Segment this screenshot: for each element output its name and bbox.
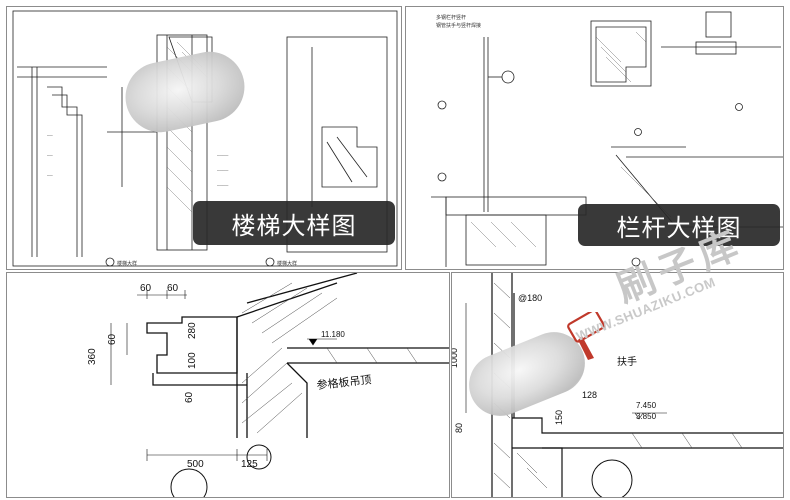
dim-1000: 1000 [452, 348, 459, 368]
elevation-upper: 7.450 [636, 401, 657, 410]
dim-500: 500 [187, 459, 204, 470]
svg-text:──: ── [46, 153, 53, 158]
dim-60-a: 60 [140, 283, 152, 294]
dim-60-d: 60 [184, 391, 195, 403]
stair-detail-lines: ────── ──────────── 楼梯大样 楼梯大样 [12, 10, 398, 267]
svg-text:────: ──── [216, 153, 229, 158]
railing-header-note-2: 钢管扶手与竖杆焊接 [436, 22, 481, 29]
dim-80: 80 [454, 423, 464, 433]
stair-detail-caption: 楼梯大样图 [193, 201, 395, 245]
stair-edge-detail: 60 60 60 360 280 100 60 500 125 11.180 参… [6, 272, 450, 498]
dim-100: 100 [187, 352, 198, 369]
railing-header-note-1: 多钢栏杆竖杆 [436, 14, 466, 21]
svg-text:──: ── [46, 173, 53, 178]
detail-label-2: 楼梯大样 [277, 260, 297, 267]
svg-text:────: ──── [216, 183, 229, 188]
dim-60-c: 60 [107, 333, 118, 345]
railing-detail-caption: 栏杆大样图 [578, 204, 780, 246]
svg-text:────: ──── [216, 168, 229, 173]
dim-125: 125 [241, 459, 258, 470]
svg-text:──: ── [46, 133, 53, 138]
elevation-lower: 3.850 [636, 412, 657, 421]
dim-60-b: 60 [167, 283, 179, 294]
spacing-label: @180 [518, 293, 542, 303]
brush-logo-icon [566, 309, 606, 362]
elevation-label: 11.180 [321, 330, 345, 339]
dim-128: 128 [582, 390, 597, 400]
dim-280: 280 [187, 322, 198, 339]
railing-base-detail: 1000 80 150 128 @180 扶手 7.450 3.850 [451, 272, 784, 498]
handrail-note: 扶手 [617, 355, 637, 368]
stair-edge-lines: 60 60 60 360 280 100 60 500 125 11.180 参… [87, 273, 449, 497]
dim-150: 150 [554, 410, 564, 425]
ceiling-note: 参格板吊顶 [316, 372, 372, 392]
dim-360: 360 [87, 348, 98, 365]
detail-label-1: 楼梯大样 [117, 260, 137, 267]
